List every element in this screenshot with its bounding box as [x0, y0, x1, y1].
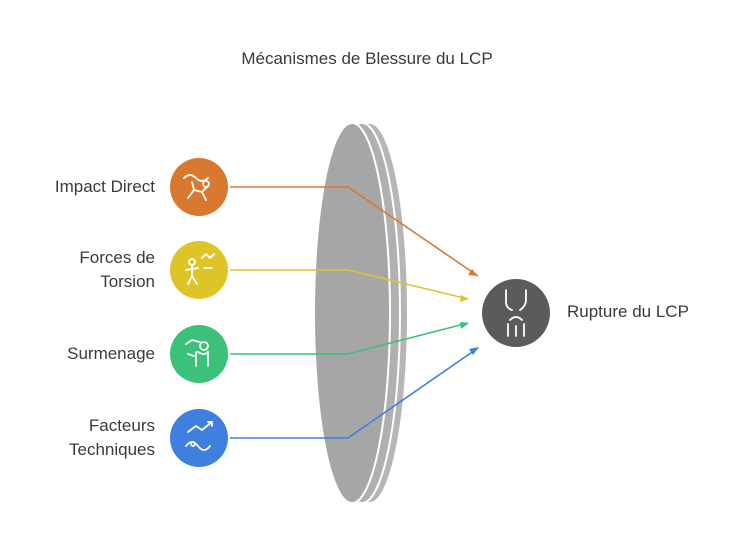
input-node-surmenage [170, 325, 228, 383]
output-node [482, 279, 550, 347]
arrowhead-facteurs [469, 347, 479, 355]
label-facteurs: Facteurs Techniques [0, 414, 155, 462]
connectors [230, 186, 479, 439]
label-torsion: Forces de Torsion [0, 246, 155, 294]
torsion-icon [185, 253, 215, 285]
input-node-torsion [170, 241, 228, 299]
connector-torsion [230, 269, 469, 300]
output-circle [482, 279, 550, 347]
knee-joint-icon [505, 289, 527, 337]
arrowhead-impact-direct [468, 269, 478, 276]
label-torsion-line-2: Torsion [100, 272, 155, 291]
overuse-icon [185, 339, 209, 367]
label-surmenage: Surmenage [0, 342, 155, 366]
connector-surmenage [230, 322, 469, 355]
impact-direct-icon [183, 174, 210, 201]
impact-direct-circle [170, 158, 228, 216]
funnel-lens [313, 122, 409, 504]
arrowhead-torsion [460, 295, 469, 302]
label-facteurs-line-2: Techniques [68, 440, 155, 459]
arrowhead-surmenage [460, 322, 469, 329]
technique-icon [185, 421, 213, 451]
connector-facteurs [230, 347, 479, 439]
input-node-impact-direct [170, 158, 228, 216]
diagram-title: Mécanismes de Blessure du LCP [241, 49, 493, 68]
label-impact-direct-line-1: Impact Direct [54, 177, 155, 196]
label-facteurs-line-1: Facteurs [88, 416, 155, 435]
label-output: Rupture du LCP [567, 302, 689, 321]
lens-front [313, 122, 391, 504]
label-impact-direct: Impact Direct [0, 175, 155, 199]
label-surmenage-line-1: Surmenage [67, 344, 155, 363]
connector-impact-direct [230, 186, 479, 277]
torsion-circle [170, 241, 228, 299]
input-node-facteurs [170, 409, 228, 467]
surmenage-circle [170, 325, 228, 383]
facteurs-circle [170, 409, 228, 467]
label-torsion-line-1: Forces de [79, 248, 155, 267]
